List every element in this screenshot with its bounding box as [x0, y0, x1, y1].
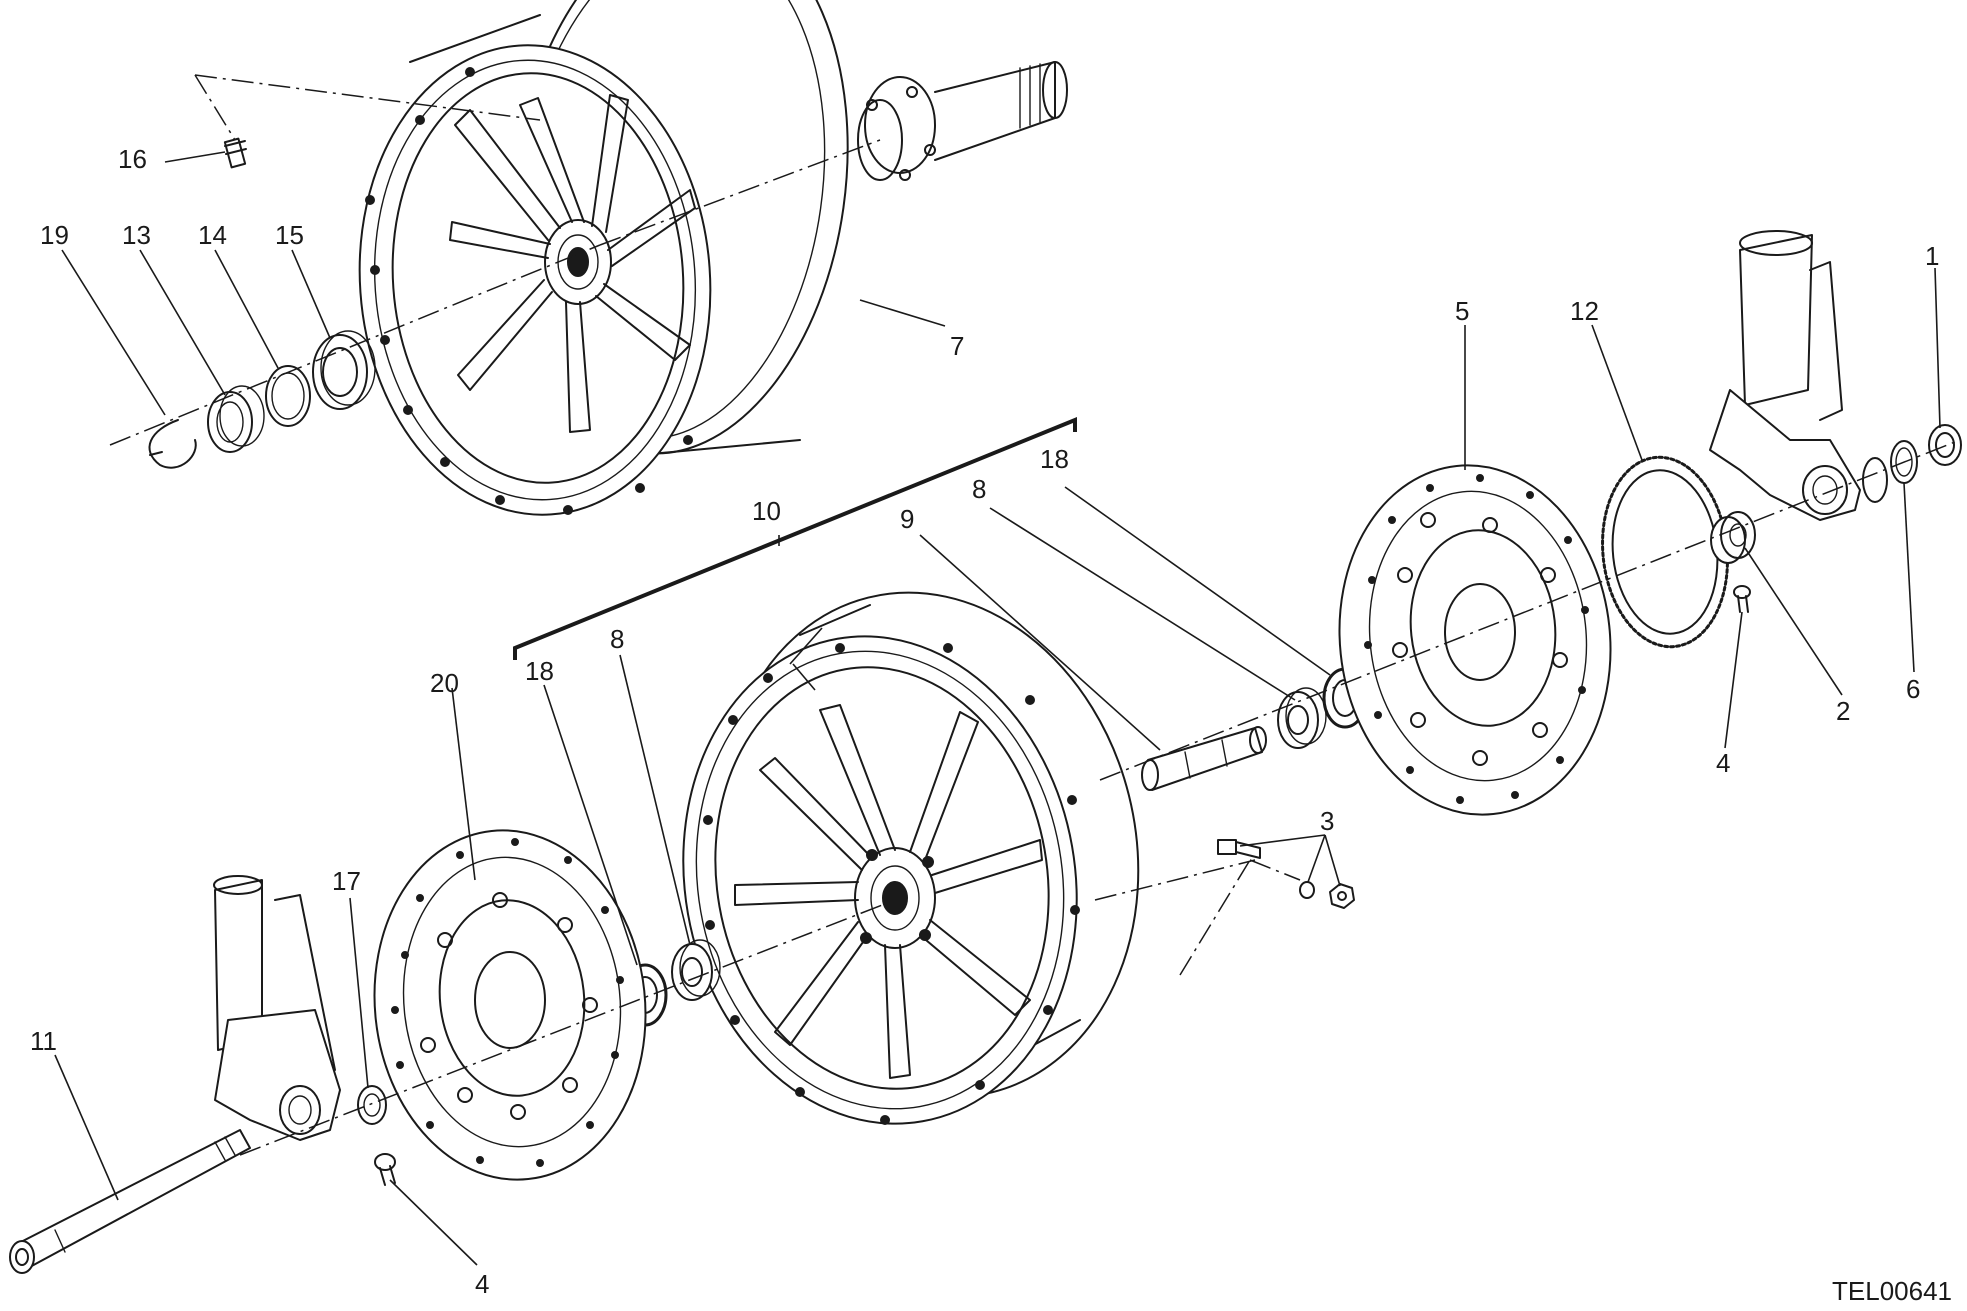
callout-7: 7: [950, 331, 964, 361]
callout-10: 10: [752, 496, 781, 526]
callout-6: 6: [1906, 674, 1920, 704]
seal-14: [265, 365, 311, 427]
spacer-9: [1141, 726, 1267, 791]
reference-code: TEL00641: [1832, 1276, 1952, 1306]
callout-18-left: 18: [525, 656, 554, 686]
front-axle-11: [9, 1129, 251, 1274]
callout-8-right: 8: [972, 474, 986, 504]
bearing-8-left: [671, 939, 721, 1001]
callout-17: 17: [332, 866, 361, 896]
ring-nut-13: [207, 385, 265, 453]
screw-4-right: [1733, 585, 1751, 613]
nut-3: [1329, 883, 1355, 909]
callout-15: 15: [275, 220, 304, 250]
front-rim-dots: [703, 643, 1080, 1125]
rear-wheel: [358, 0, 849, 516]
spacer-15: [312, 330, 376, 410]
callout-8-left: 8: [610, 624, 624, 654]
spacer-2: [1710, 511, 1756, 564]
valve-16: [223, 137, 247, 169]
assembly-axes: [109, 74, 1961, 1156]
callout-12: 12: [1570, 296, 1599, 326]
callout-5: 5: [1455, 296, 1469, 326]
brake-disc-left: [373, 829, 647, 1181]
bracket-10: [513, 417, 1077, 660]
washer-17: [357, 1085, 387, 1125]
rear-hub-shaft: [857, 61, 1068, 181]
front-wheel: [682, 591, 1140, 1125]
bearing-8-right: [1277, 687, 1327, 749]
callout-2: 2: [1836, 696, 1850, 726]
rim-balance-dots: [365, 67, 693, 515]
disc-holes-right: [1364, 474, 1589, 804]
callout-11: 11: [30, 1026, 57, 1056]
washer-3: [1299, 881, 1315, 899]
callout-18-right: 18: [1040, 444, 1069, 474]
left-fork-leg: [213, 875, 341, 1141]
right-fork-leg: [1709, 230, 1888, 521]
screw-4-left: [374, 1153, 396, 1186]
callout-13: 13: [122, 220, 151, 250]
axle-nut-1: [1928, 424, 1962, 466]
callouts: 1 2 3 4 4 5 6 7 8 8 9 10 11 12 13 14 15 …: [30, 144, 1939, 1299]
callout-1: 1: [1925, 241, 1939, 271]
callout-20: 20: [430, 668, 459, 698]
bolt-3: [1217, 839, 1261, 859]
callout-4-right: 4: [1716, 748, 1730, 778]
circlip-19: [148, 419, 197, 469]
leader-lines: [54, 151, 1941, 1266]
brake-disc-right: [1338, 464, 1612, 816]
callout-19: 19: [40, 220, 69, 250]
callout-3: 3: [1320, 806, 1334, 836]
callout-16: 16: [118, 144, 147, 174]
callout-9: 9: [900, 504, 914, 534]
callout-14: 14: [198, 220, 227, 250]
disc-holes-left: [391, 838, 624, 1167]
callout-4-left: 4: [475, 1269, 489, 1299]
